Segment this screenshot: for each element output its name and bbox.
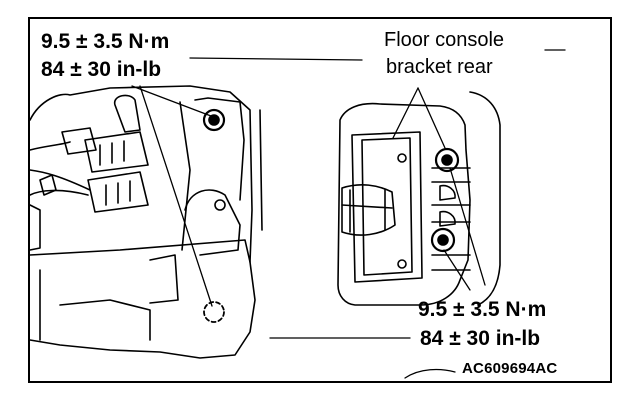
figure-code: AC609694AC <box>462 360 558 377</box>
diagram-frame <box>28 17 612 383</box>
right-bracket-view <box>337 91 501 306</box>
callout-floor-console: Floor console <box>384 29 505 51</box>
leader-lines <box>131 49 566 379</box>
callout-bracket-rear: bracket rear <box>386 56 493 78</box>
torque-left-inlb: 84 ± 30 in-lb <box>41 58 162 81</box>
torque-right-nm: 9.5 ± 3.5 N·m <box>418 298 547 321</box>
torque-right-inlb: 84 ± 30 in-lb <box>420 327 541 350</box>
torque-left-nm: 9.5 ± 3.5 N·m <box>41 30 170 53</box>
left-panel-view <box>29 85 263 359</box>
